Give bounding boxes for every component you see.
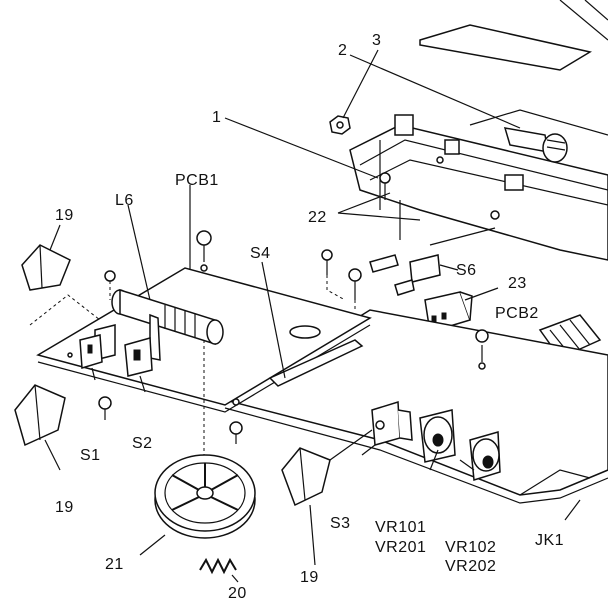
label-19-left: 19 bbox=[55, 499, 74, 516]
switch-s6 bbox=[394, 227, 496, 296]
label-s3: S3 bbox=[330, 515, 351, 532]
label-vr201: VR201 bbox=[375, 539, 426, 556]
label-21: 21 bbox=[105, 556, 124, 573]
top-cover-plate bbox=[419, 0, 608, 71]
screw-cluster bbox=[321, 172, 399, 312]
label-20: 20 bbox=[228, 585, 247, 602]
label-s2: S2 bbox=[132, 435, 153, 452]
label-vr102: VR102 bbox=[445, 539, 496, 556]
nut-part-3 bbox=[329, 115, 351, 135]
label-22: 22 bbox=[308, 209, 327, 226]
switch-s2 bbox=[124, 337, 153, 393]
potentiometer-vr101 bbox=[419, 409, 456, 471]
bracket-19-bottom bbox=[281, 429, 373, 566]
label-vr101: VR101 bbox=[375, 519, 426, 536]
label-1: 1 bbox=[212, 109, 221, 126]
label-pcb1: PCB1 bbox=[175, 172, 219, 189]
screws-under-pcb1 bbox=[98, 230, 243, 444]
label-19-bottom: 19 bbox=[300, 569, 319, 586]
label-s1: S1 bbox=[80, 447, 101, 464]
potentiometer-vr102 bbox=[459, 431, 501, 481]
chassis-bracket bbox=[349, 109, 608, 261]
switch-s3 bbox=[361, 401, 413, 456]
label-23: 23 bbox=[508, 275, 527, 292]
label-vr202: VR202 bbox=[445, 558, 496, 575]
label-19-top: 19 bbox=[55, 207, 74, 224]
pulley-21 bbox=[139, 454, 256, 556]
bracket-19-top bbox=[21, 224, 101, 326]
label-l6: L6 bbox=[115, 192, 134, 209]
label-2: 2 bbox=[338, 42, 347, 59]
label-jk1: JK1 bbox=[535, 532, 564, 549]
label-pcb2: PCB2 bbox=[495, 305, 539, 322]
spring-20 bbox=[199, 557, 239, 583]
label-s6: S6 bbox=[456, 262, 477, 279]
label-s4: S4 bbox=[250, 245, 271, 262]
bracket-19-left bbox=[14, 384, 66, 471]
switch-s1 bbox=[79, 334, 103, 381]
switch-s4 bbox=[261, 261, 364, 387]
knob-part-2 bbox=[503, 127, 568, 163]
label-3: 3 bbox=[372, 32, 381, 49]
